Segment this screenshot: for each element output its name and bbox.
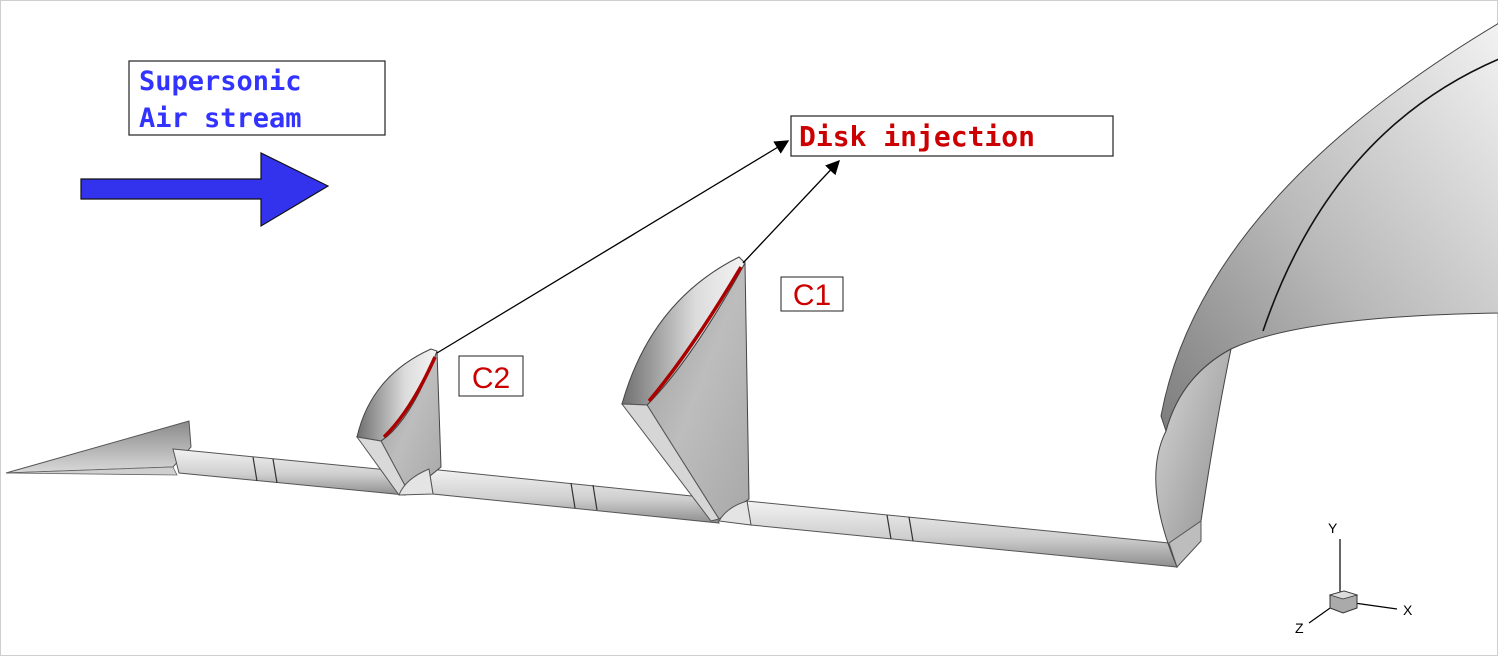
cavity-label-c1-text: C1 xyxy=(793,279,831,312)
cavity-label-c2: C2 xyxy=(458,355,524,397)
cavity-label-c1: C1 xyxy=(780,276,844,312)
axis-label-z: Z xyxy=(1295,620,1304,636)
injection-label-box: Disk injection xyxy=(790,115,1114,157)
pointer-arrow-c2 xyxy=(436,140,790,354)
disk-injector-c1 xyxy=(647,266,743,403)
flow-label-line2: Air stream xyxy=(139,103,302,134)
axis-label-y: Y xyxy=(1328,520,1338,536)
disk-injector-c2 xyxy=(382,356,437,439)
cavity-label-c2-text: C2 xyxy=(472,362,510,395)
flow-direction-arrow-icon xyxy=(80,152,330,228)
axis-triad-icon: Y X Z xyxy=(1295,520,1413,636)
inlet-wedge xyxy=(5,420,192,476)
flow-label-box: Supersonic Air stream xyxy=(128,60,386,136)
cavity-c1-body xyxy=(620,256,752,526)
cavity-c2-body xyxy=(355,348,442,496)
flow-label-line1: Supersonic xyxy=(139,66,302,97)
pointer-arrow-c1 xyxy=(742,159,840,264)
floor-segment-3 xyxy=(746,500,1178,568)
axis-label-x: X xyxy=(1403,602,1413,618)
floor-segment-2 xyxy=(428,468,720,524)
injection-label-text: Disk injection xyxy=(799,120,1035,153)
combustor-dome xyxy=(1155,23,1498,569)
